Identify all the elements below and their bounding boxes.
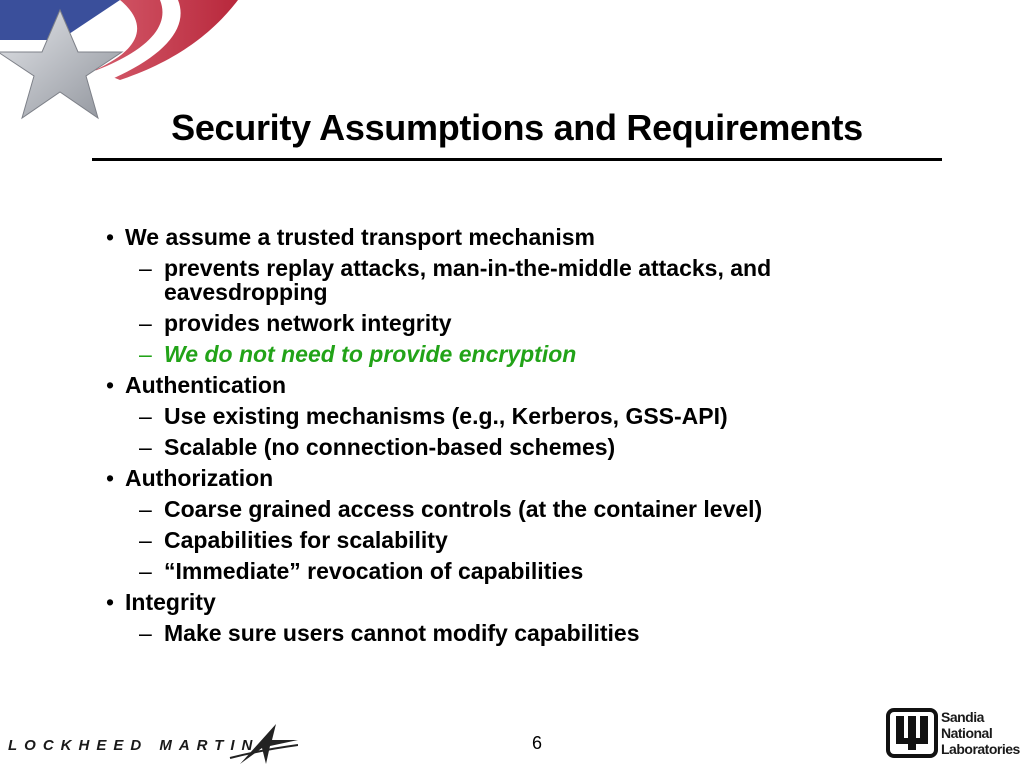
- lockheed-martin-wordmark: LOCKHEED MARTIN: [8, 737, 260, 754]
- sub-bullet-text: Coarse grained access controls (at the c…: [164, 496, 763, 522]
- sub-bullet-item: –Capabilities for scalability: [106, 525, 886, 555]
- sub-bullet-marker: –: [139, 620, 152, 646]
- sub-bullet-marker: –: [139, 310, 152, 336]
- lockheed-swoosh-line: [229, 744, 298, 759]
- sub-bullet-marker: –: [139, 496, 152, 522]
- sub-bullet-marker: –: [139, 341, 152, 367]
- page-number: 6: [531, 733, 542, 753]
- bullet-marker: •: [106, 372, 115, 398]
- star-icon: [0, 8, 124, 120]
- flag-star-graphic: [0, 0, 238, 120]
- sub-bullet-item: –prevents replay attacks, man-in-the-mid…: [106, 253, 886, 307]
- slide-title: Security Assumptions and Requirements: [171, 107, 863, 148]
- sub-bullet-item: –Use existing mechanisms (e.g., Kerberos…: [106, 401, 886, 431]
- sub-bullet-item: –We do not need to provide encryption: [106, 339, 886, 369]
- bullet-text: Authentication: [125, 372, 286, 398]
- flag-white-stripe: [92, 0, 181, 84]
- sub-bullet-text: provides network integrity: [164, 310, 452, 336]
- sub-bullet-text: We do not need to provide encryption: [164, 341, 577, 367]
- sandia-line-2: National: [941, 725, 993, 741]
- bullet-marker: •: [106, 224, 115, 250]
- bullet-text: We assume a trusted transport mechanism: [125, 224, 595, 250]
- sub-bullet-marker: –: [139, 558, 152, 584]
- sub-bullet-item: –“Immediate” revocation of capabilities: [106, 556, 886, 586]
- sub-bullet-marker: –: [139, 255, 152, 281]
- bullet-item: • Authentication: [106, 370, 886, 400]
- bullet-item: • We assume a trusted transport mechanism: [106, 222, 886, 252]
- sandia-wordmark: Sandia National Laboratories: [941, 709, 1020, 757]
- sub-bullet-marker: –: [139, 527, 152, 553]
- sandia-line-1: Sandia: [941, 709, 984, 725]
- sub-bullet-item: –provides network integrity: [106, 308, 886, 338]
- sub-bullet-item: –Scalable (no connection-based schemes): [106, 432, 886, 462]
- bullet-text: Integrity: [125, 589, 216, 615]
- sub-bullet-text: prevents replay attacks, man-in-the-midd…: [164, 255, 772, 305]
- lockheed-martin-logo: [229, 724, 298, 764]
- sub-bullet-text: “Immediate” revocation of capabilities: [164, 558, 584, 584]
- bullet-marker: •: [106, 589, 115, 615]
- bullet-item: • Integrity: [106, 587, 886, 617]
- bullet-text: Authorization: [125, 465, 274, 491]
- sub-bullet-text: Use existing mechanisms (e.g., Kerberos,…: [164, 403, 728, 429]
- sub-bullet-text: Scalable (no connection-based schemes): [164, 434, 616, 460]
- sub-bullet-text: Make sure users cannot modify capabiliti…: [164, 620, 640, 646]
- sub-bullet-item: –Coarse grained access controls (at the …: [106, 494, 886, 524]
- bullet-item: • Authorization: [106, 463, 886, 493]
- sub-bullet-marker: –: [139, 403, 152, 429]
- sub-bullet-marker: –: [139, 434, 152, 460]
- lockheed-star-swoosh: [240, 724, 298, 764]
- bullet-marker: •: [106, 465, 115, 491]
- sandia-line-3: Laboratories: [941, 741, 1020, 757]
- title-divider: [92, 158, 942, 161]
- sub-bullet-text: Capabilities for scalability: [164, 527, 448, 553]
- sandia-logo-mark: [886, 708, 938, 758]
- sub-bullet-item: –Make sure users cannot modify capabilit…: [106, 618, 886, 648]
- bullet-list: • We assume a trusted transport mechanism…: [106, 222, 886, 648]
